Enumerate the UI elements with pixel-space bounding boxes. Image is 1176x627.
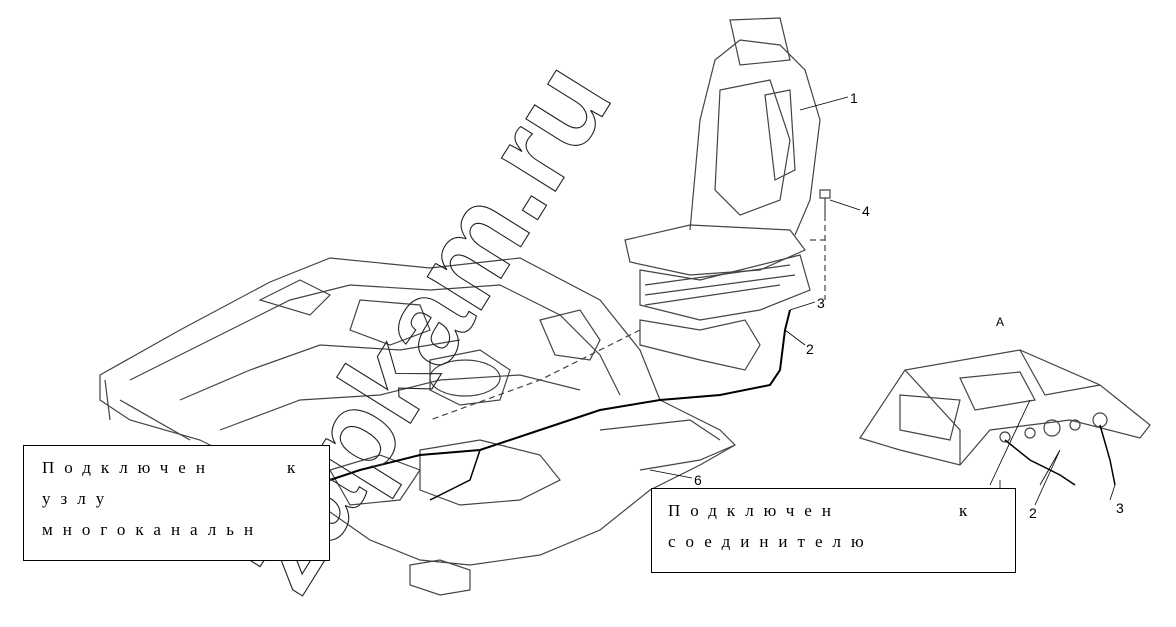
callout-left-text-b: к [286, 458, 306, 477]
callout-left-text-a: Подключен [42, 458, 215, 477]
view-label-a: A [996, 315, 1005, 329]
part-number-2-detail: 2 [1029, 505, 1037, 521]
callout-left-line1: Подключен к [42, 452, 319, 483]
seat-cushion [624, 224, 806, 276]
part-number-3: 3 [817, 295, 825, 311]
callout-right-line1: Подключен к [668, 495, 1005, 526]
callout-left-line2: узлу [42, 489, 115, 508]
callout-right-text-a: Подключен [668, 501, 841, 520]
part-number-3-detail: 3 [1116, 500, 1124, 516]
part-number-1: 1 [850, 90, 858, 106]
view-a-bracket [859, 349, 1151, 466]
callout-connected-connector: Подключен к соединителю [651, 488, 1016, 573]
callout-left-line3: многоканальн [42, 520, 264, 539]
callout-right-text-b: к [958, 501, 978, 520]
part-number-4: 4 [862, 203, 870, 219]
callout-connected-multichannel: Подключен к узлу многоканальн [23, 445, 330, 561]
part-number-6: 6 [694, 472, 702, 488]
seat-base [639, 319, 761, 371]
seat-back [689, 39, 821, 236]
callout-right-line2: соединителю [668, 532, 874, 551]
part-number-2: 2 [806, 341, 814, 357]
wiring-harness [329, 309, 791, 481]
